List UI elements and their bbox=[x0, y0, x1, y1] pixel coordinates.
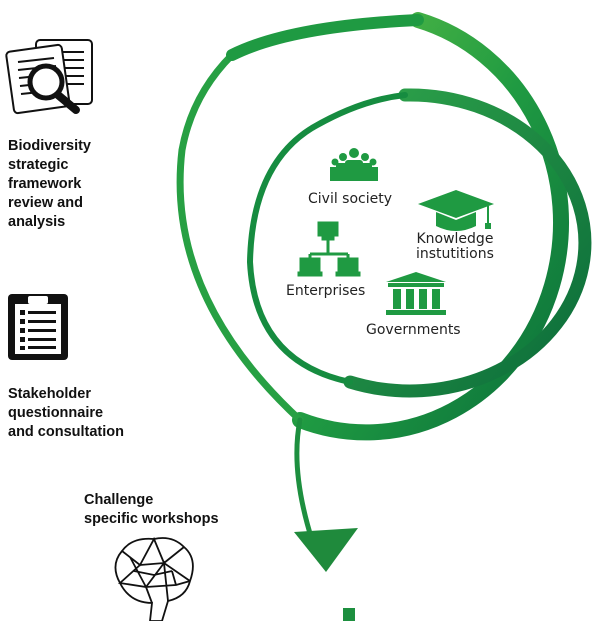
label-line: analysis bbox=[8, 214, 66, 230]
document-magnifier-icon bbox=[5, 39, 93, 115]
government-building-icon bbox=[386, 272, 446, 315]
label-framework-review: Biodiversity strategic framework review … bbox=[8, 137, 91, 232]
label-line: Enterprises bbox=[286, 283, 366, 299]
label-line: questionnaire bbox=[8, 405, 104, 421]
label-line: Challenge bbox=[84, 492, 154, 508]
network-computers-icon bbox=[297, 221, 361, 277]
label-challenge-workshops: Challenge specific workshops bbox=[84, 491, 219, 529]
brain-network-icon bbox=[114, 536, 194, 621]
label-line: Biodiversity bbox=[8, 138, 91, 154]
label-line: and consultation bbox=[8, 424, 124, 440]
arrow-head-icon bbox=[294, 528, 358, 572]
label-line: strategic bbox=[8, 157, 69, 173]
label-line: specific workshops bbox=[84, 511, 219, 527]
graduation-cap-icon bbox=[418, 190, 494, 231]
outer-spiral bbox=[176, 12, 569, 572]
people-group-icon bbox=[330, 148, 378, 181]
clipboard-checklist-icon bbox=[8, 294, 68, 360]
label-line: Knowledge bbox=[416, 231, 494, 247]
label-line: framework bbox=[8, 176, 82, 192]
label-civil-society: Civil society bbox=[308, 192, 392, 207]
label-line: review and bbox=[8, 195, 83, 211]
label-line: Governments bbox=[366, 322, 461, 338]
label-enterprises: Enterprises bbox=[286, 284, 365, 299]
bottom-marker bbox=[343, 608, 355, 621]
label-line: Stakeholder bbox=[8, 386, 91, 402]
label-line: Civil society bbox=[308, 191, 393, 207]
label-knowledge-institutions: Knowledge instutitions bbox=[416, 232, 494, 262]
inner-spiral bbox=[246, 88, 592, 398]
label-governments: Governments bbox=[366, 323, 461, 338]
label-line: instutitions bbox=[416, 246, 494, 262]
label-stakeholder-questionnaire: Stakeholder questionnaire and consultati… bbox=[8, 385, 124, 442]
